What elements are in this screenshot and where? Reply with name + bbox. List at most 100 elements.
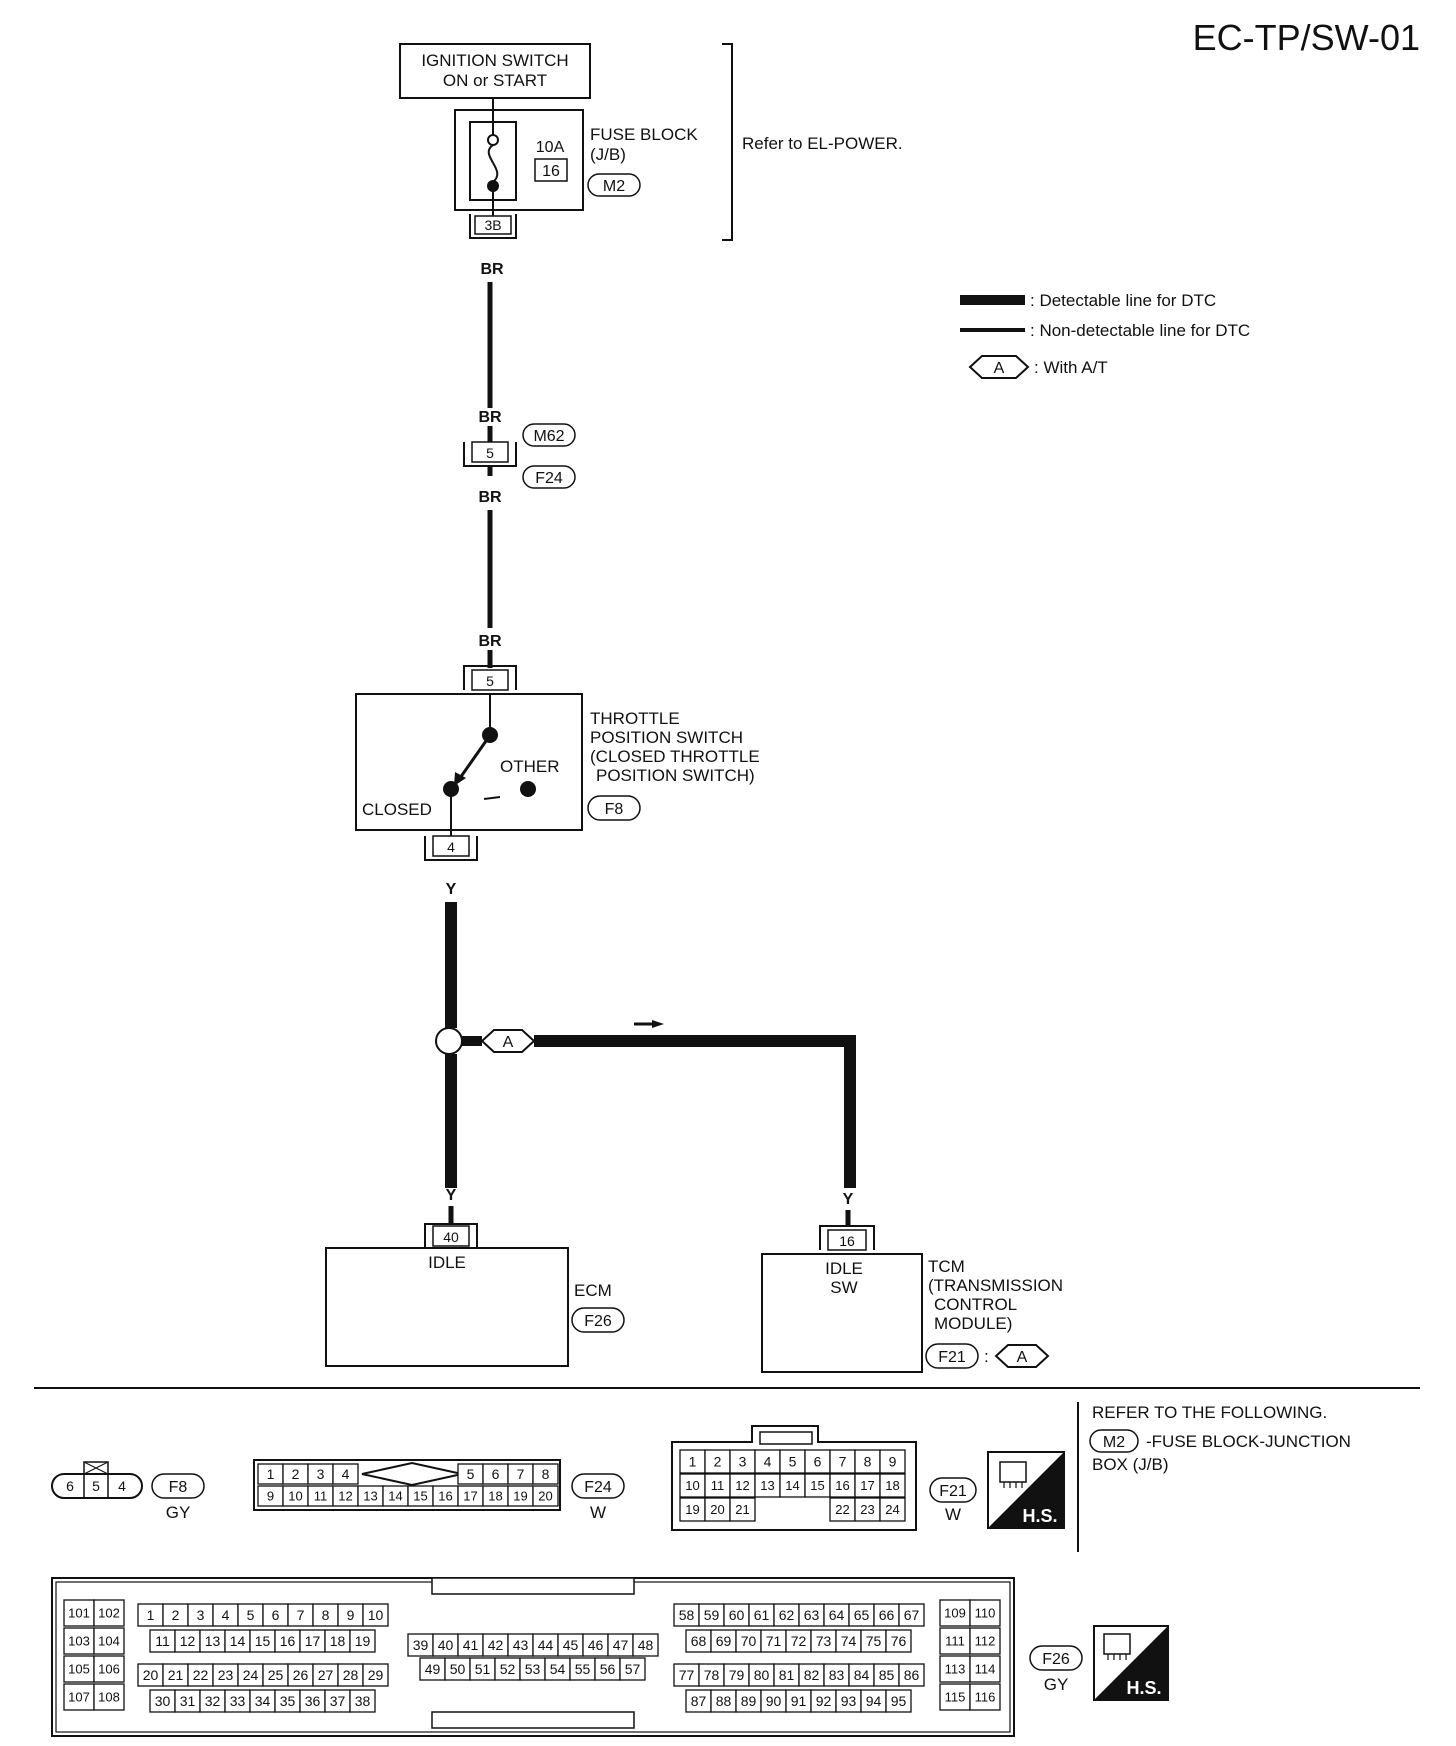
connector-pin-label: 90 <box>766 1693 782 1709</box>
connector-pin-label: 15 <box>810 1478 824 1493</box>
connector-pin-cell <box>362 1663 389 1687</box>
svg-text:F21: F21 <box>938 1349 966 1366</box>
connector-pin-label: 15 <box>255 1633 271 1649</box>
connector-pin-label: 77 <box>679 1667 695 1683</box>
connector-pin-label: 65 <box>854 1607 870 1623</box>
connector-pin-label: 52 <box>500 1661 516 1677</box>
svg-text:4: 4 <box>118 1478 126 1494</box>
connector-pin-label: 7 <box>839 1454 847 1470</box>
svg-text:POSITION SWITCH): POSITION SWITCH) <box>596 766 755 785</box>
connector-pin-label: 11 <box>155 1633 170 1649</box>
refer-bracket: Refer to EL-POWER. <box>722 43 903 241</box>
svg-text:5: 5 <box>486 445 494 461</box>
connector-pin-cell <box>93 1655 125 1683</box>
harness-side-icon: H.S. <box>1093 1625 1169 1701</box>
connector-pin-label: 8 <box>322 1607 330 1623</box>
wire-color-br: BR <box>478 409 502 426</box>
connector-pin-label: 91 <box>791 1693 807 1709</box>
refer-section: REFER TO THE FOLLOWING. M2 -FUSE BLOCK-J… <box>1077 1402 1351 1552</box>
connector-pin-cell <box>532 1463 559 1485</box>
connector-pin-label: 115 <box>945 1690 966 1705</box>
svg-text:F21: F21 <box>939 1483 967 1500</box>
connector-pin-cell <box>93 1627 125 1655</box>
connector-pin-label: 64 <box>829 1607 845 1623</box>
connector-pin-label: 111 <box>945 1634 965 1649</box>
svg-text:A: A <box>1017 1349 1028 1366</box>
svg-text:W: W <box>945 1505 961 1524</box>
connector-pin-label: 5 <box>247 1607 255 1623</box>
connector-pin-cell <box>879 1497 906 1522</box>
connector-pin-label: 17 <box>463 1489 477 1504</box>
connector-pin-label: 73 <box>816 1633 832 1649</box>
connector-pin-label: 20 <box>710 1502 724 1517</box>
connector-pin-label: 87 <box>691 1693 707 1709</box>
connector-pin-label: 6 <box>814 1454 822 1470</box>
connector-pin-label: 70 <box>741 1633 757 1649</box>
connector-pin-label: 80 <box>754 1667 770 1683</box>
connector-pin-label: 40 <box>438 1637 454 1653</box>
svg-text:CLOSED: CLOSED <box>362 800 432 819</box>
connector-pin-label: 54 <box>550 1661 566 1677</box>
svg-text:3B: 3B <box>484 217 501 233</box>
connector-pin-label: 36 <box>305 1693 321 1709</box>
svg-text:F26: F26 <box>584 1313 612 1330</box>
svg-text:: With A/T: : With A/T <box>1034 358 1108 377</box>
connector-pin-cell <box>349 1629 376 1653</box>
connector-pin-label: 46 <box>588 1637 604 1653</box>
connector-pin-label: 105 <box>68 1662 90 1677</box>
connector-pin-label: 13 <box>363 1489 377 1504</box>
fuse-block: 10A 16 FUSE BLOCK (J/B) M2 3B <box>454 98 698 239</box>
connector-pin-label: 37 <box>330 1693 346 1709</box>
svg-text:FUSE BLOCK: FUSE BLOCK <box>590 125 698 144</box>
connector-pin-label: 16 <box>438 1489 452 1504</box>
svg-text::: : <box>984 1347 989 1366</box>
svg-text:GY: GY <box>1044 1675 1069 1694</box>
connector-pin-label: 79 <box>729 1667 745 1683</box>
connector-pin-label: 9 <box>267 1489 274 1504</box>
connector-pin-label: 4 <box>342 1466 350 1482</box>
svg-text:OTHER: OTHER <box>500 757 560 776</box>
connector-pin-label: 101 <box>68 1606 90 1621</box>
svg-text:: Non-detectable line for DTC: : Non-detectable line for DTC <box>1030 321 1250 340</box>
svg-text:GY: GY <box>166 1503 191 1522</box>
connector-pin-label: 32 <box>205 1693 221 1709</box>
connector-pin-label: 14 <box>230 1633 246 1649</box>
connector-pin-label: 72 <box>791 1633 807 1649</box>
connector-pin-label: 15 <box>413 1489 427 1504</box>
connector-pin-label: 21 <box>735 1502 749 1517</box>
svg-text:IGNITION SWITCH: IGNITION SWITCH <box>421 51 568 70</box>
connector-pin-label: 95 <box>891 1693 907 1709</box>
connector-pin-label: 78 <box>704 1667 720 1683</box>
connector-pin-label: 110 <box>975 1606 996 1621</box>
connector-pin-label: 20 <box>143 1667 159 1683</box>
connector-pin-label: 13 <box>205 1633 221 1649</box>
connector-pin-label: 112 <box>975 1634 996 1649</box>
connector-pin-label: 12 <box>735 1478 749 1493</box>
connector-pin-label: 88 <box>716 1693 732 1709</box>
connector-pin-label: 71 <box>766 1633 782 1649</box>
connector-pin-label: 75 <box>866 1633 882 1649</box>
connector-pin-label: 18 <box>488 1489 502 1504</box>
connector-pin-label: 8 <box>542 1466 550 1482</box>
connector-pin-label: 16 <box>280 1633 296 1649</box>
connector-pin-label: 17 <box>305 1633 321 1649</box>
connector-pin-label: 104 <box>98 1634 120 1649</box>
connector-pin-cell <box>349 1689 376 1713</box>
connector-pin-label: 7 <box>297 1607 305 1623</box>
connector-pin-label: 17 <box>860 1478 874 1493</box>
connector-pin-label: 43 <box>513 1637 529 1653</box>
connector-pin-cell <box>362 1603 389 1627</box>
connector-pin-cell <box>939 1627 971 1655</box>
connector-pin-label: 84 <box>854 1667 870 1683</box>
connector-pin-label: 14 <box>785 1478 799 1493</box>
page-id: EC-TP/SW-01 <box>1193 17 1420 58</box>
connector-pin-label: 18 <box>330 1633 346 1649</box>
connector-pin-label: 11 <box>711 1478 725 1493</box>
connector-pin-label: 114 <box>975 1662 996 1677</box>
connector-pin-label: 19 <box>513 1489 527 1504</box>
connector-pin-label: 108 <box>98 1690 120 1705</box>
connector-pin-label: 25 <box>268 1667 284 1683</box>
connector-pin-label: 55 <box>575 1661 591 1677</box>
connector-pin-label: 1 <box>147 1607 155 1623</box>
